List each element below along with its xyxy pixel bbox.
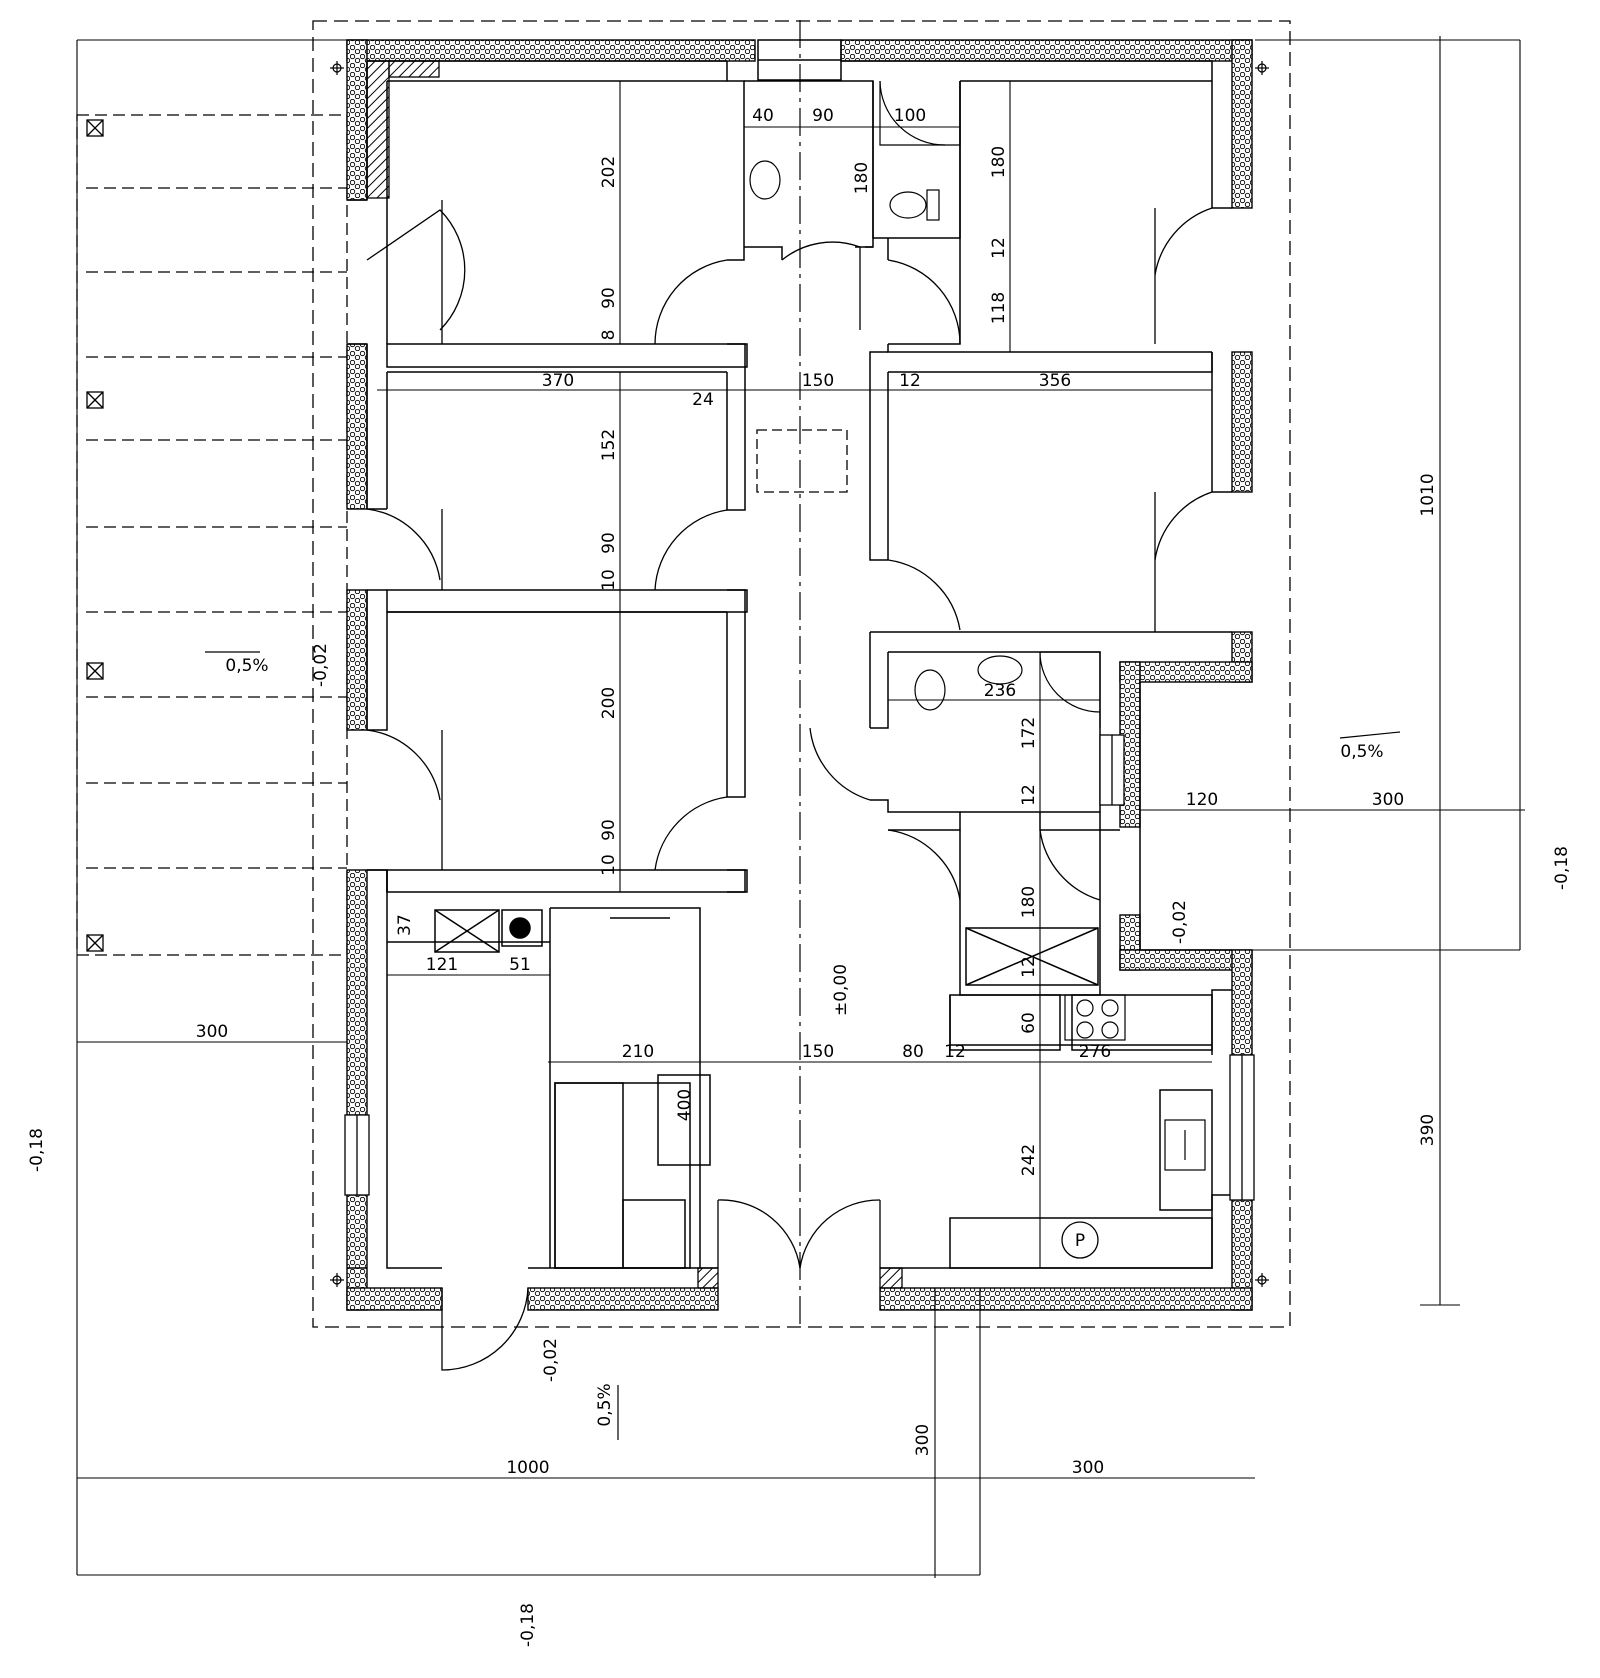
slope-right-arrow <box>1339 731 1401 739</box>
dim-12-bottom: 12 <box>944 1042 966 1062</box>
door-swings <box>366 207 1213 1371</box>
windows <box>344 734 1255 1201</box>
dim-202: 202 <box>599 156 619 188</box>
dim-90-c: 90 <box>599 819 619 841</box>
dim-90-wc: 90 <box>812 106 834 126</box>
hall-skylight <box>756 429 848 493</box>
room-kitchen-walls <box>949 830 1213 1269</box>
dim-390: 390 <box>1418 1114 1438 1146</box>
dimension-lines <box>76 36 1525 1578</box>
slope-right: 0,5% <box>1340 742 1383 762</box>
dim-118: 118 <box>989 292 1009 324</box>
dim-12-top-right: 12 <box>989 237 1009 259</box>
dim-180-lower: 180 <box>1019 886 1039 918</box>
slope-left: 0,5% <box>225 656 268 676</box>
dim-100: 100 <box>894 106 926 126</box>
dim-51: 51 <box>509 955 531 975</box>
dim-172: 172 <box>1019 717 1039 749</box>
dim-60: 60 <box>1019 1012 1039 1034</box>
level-minus-002-left: -0,02 <box>311 643 331 687</box>
dim-180-wc: 180 <box>852 162 872 194</box>
boiler-symbol: P <box>1061 1221 1099 1259</box>
dim-24: 24 <box>692 390 714 410</box>
dim-400: 400 <box>675 1089 695 1121</box>
room-bedroom-4-walls <box>869 80 1232 561</box>
dim-1000: 1000 <box>506 1458 549 1478</box>
dim-12-lower: 12 <box>1019 956 1039 978</box>
dim-300-left: 300 <box>196 1022 228 1042</box>
dim-120: 120 <box>1186 790 1218 810</box>
roof-overhang-outline <box>312 20 1291 1328</box>
dim-1010: 1010 <box>1418 473 1438 516</box>
exterior-walls <box>346 39 1253 1311</box>
dim-37: 37 <box>395 914 415 936</box>
level-minus-018-bottom: -0,18 <box>518 1603 538 1647</box>
dim-121: 121 <box>426 955 458 975</box>
dim-90-a: 90 <box>599 287 619 309</box>
dim-242: 242 <box>1019 1144 1039 1176</box>
terrace-posts <box>86 119 104 952</box>
level-minus-018-right: -0,18 <box>1552 846 1572 890</box>
dim-10-a: 10 <box>599 569 619 591</box>
dim-300-bottom: 300 <box>1072 1458 1104 1478</box>
dim-276: 276 <box>1079 1042 1111 1062</box>
dim-356: 356 <box>1039 371 1071 391</box>
dim-300-bottom-vertical: 300 <box>913 1424 933 1456</box>
slope-bottom: 0,5% <box>595 1383 615 1426</box>
dim-150-top: 150 <box>802 371 834 391</box>
corner-markers <box>330 61 1269 1287</box>
boiler-label: P <box>1075 1231 1085 1251</box>
terrace-left <box>76 114 348 956</box>
dim-152: 152 <box>599 429 619 461</box>
level-minus-018-left: -0,18 <box>27 1128 47 1172</box>
room-bedroom-1-walls <box>347 61 748 893</box>
dim-12-mid: 12 <box>1019 784 1039 806</box>
level-zero: ±0,00 <box>831 964 851 1016</box>
dim-210: 210 <box>622 1042 654 1062</box>
dim-150-bottom: 150 <box>802 1042 834 1062</box>
sanitary-fixtures <box>749 80 1206 1171</box>
chimney-hatch <box>366 60 903 1289</box>
dim-12-top: 12 <box>899 371 921 391</box>
room-living-walls <box>387 907 711 1269</box>
dim-10-b: 10 <box>599 854 619 876</box>
level-minus-002-right: -0,02 <box>1170 900 1190 944</box>
dim-90-b: 90 <box>599 532 619 554</box>
dim-180-top-right: 180 <box>989 146 1009 178</box>
dim-8: 8 <box>599 330 619 341</box>
dim-370: 370 <box>542 371 574 391</box>
door-leaves <box>441 200 1156 870</box>
dim-80: 80 <box>902 1042 924 1062</box>
dim-40: 40 <box>752 106 774 126</box>
dim-200: 200 <box>599 687 619 719</box>
dim-236: 236 <box>984 681 1016 701</box>
level-minus-002-bottom: -0,02 <box>541 1338 561 1382</box>
dim-300-right: 300 <box>1372 790 1404 810</box>
